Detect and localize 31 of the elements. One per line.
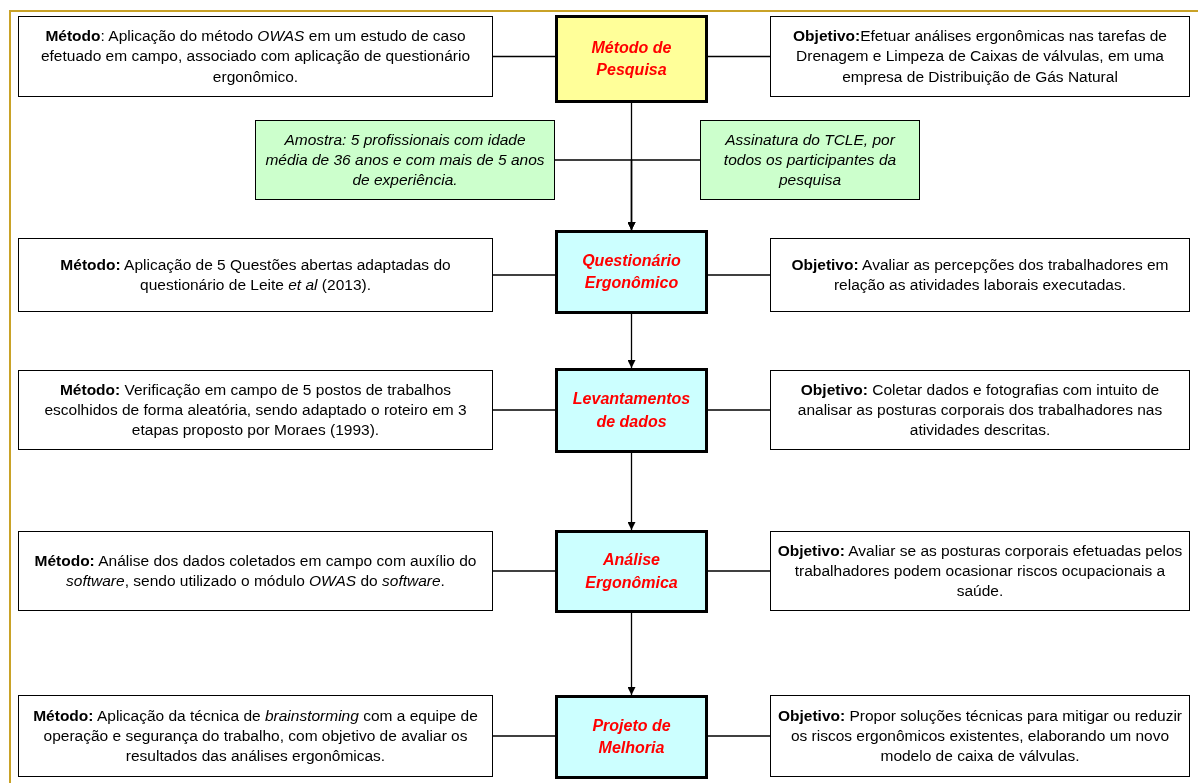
process-box: Levantamentos de dados: [555, 368, 708, 453]
arrow: [627, 612, 636, 696]
connector-line: [707, 409, 771, 411]
text-box: Objetivo:Efetuar análises ergonômicas nas tarefas de Drenagem e Limpeza de Caixas de válvulas, em uma empresa de Distribuição de Gás Natural: [770, 16, 1190, 97]
connector-line: [707, 570, 771, 572]
connector-line: [492, 274, 556, 276]
note-box: Amostra: 5 profissionais com idade média de 36 anos e com mais de 5 anos de experiência.: [255, 120, 555, 200]
connector-line: [707, 55, 771, 58]
connector-line: [492, 570, 556, 572]
process-box: Análise Ergonômica: [555, 530, 708, 613]
text-box: Objetivo: Avaliar as percepções dos trabalhadores em relação as atividades laborais executadas.: [770, 238, 1190, 312]
connector-line: [492, 409, 556, 411]
text-box: Objetivo: Coletar dados e fotografias com intuito de analisar as posturas corporais dos trabalhadores nas atividades descritas.: [770, 370, 1190, 450]
arrow: [627, 313, 636, 369]
text-box: Método: Aplicação de 5 Questões abertas adaptadas do questionário de Leite et al (2013).: [18, 238, 493, 312]
process-box: Questionário Ergonômico: [555, 230, 708, 314]
text-box: Método: Verificação em campo de 5 postos de trabalhos escolhidos de forma aleatória, sendo adaptado o roteiro em 3 etapas proposto por Moraes (1993).: [18, 370, 493, 450]
connector-line: [707, 274, 771, 276]
text-box: Objetivo: Propor soluções técnicas para mitigar ou reduzir os riscos ergonômicos existentes, elaborando um novo modelo de caixa de válvulas.: [770, 695, 1190, 777]
arrow: [627, 452, 636, 531]
arrow: [627, 159, 701, 231]
connector-line: [492, 735, 556, 737]
text-box: Método: Análise dos dados coletados em campo com auxílio do software, sendo utilizado o módulo OWAS do software.: [18, 531, 493, 611]
text-box: Método: Aplicação do método OWAS em um estudo de caso efetuado em campo, associado com aplicação de questionário ergonômico.: [18, 16, 493, 97]
text-box: Método: Aplicação da técnica de brainstorming com a equipe de operação e segurança do trabalho, com objetivo de avaliar os resultados das análises ergonômicas.: [18, 695, 493, 777]
connector-line: [492, 55, 556, 58]
process-box: Método de Pesquisa: [555, 15, 708, 103]
text-box: Objetivo: Avaliar se as posturas corporais efetuadas pelos trabalhadores podem ocasionar riscos ocupacionais a saúde.: [770, 531, 1190, 611]
connector-line: [707, 735, 771, 737]
process-box: Projeto de Melhoria: [555, 695, 708, 779]
note-box: Assinatura do TCLE, por todos os participantes da pesquisa: [700, 120, 920, 200]
